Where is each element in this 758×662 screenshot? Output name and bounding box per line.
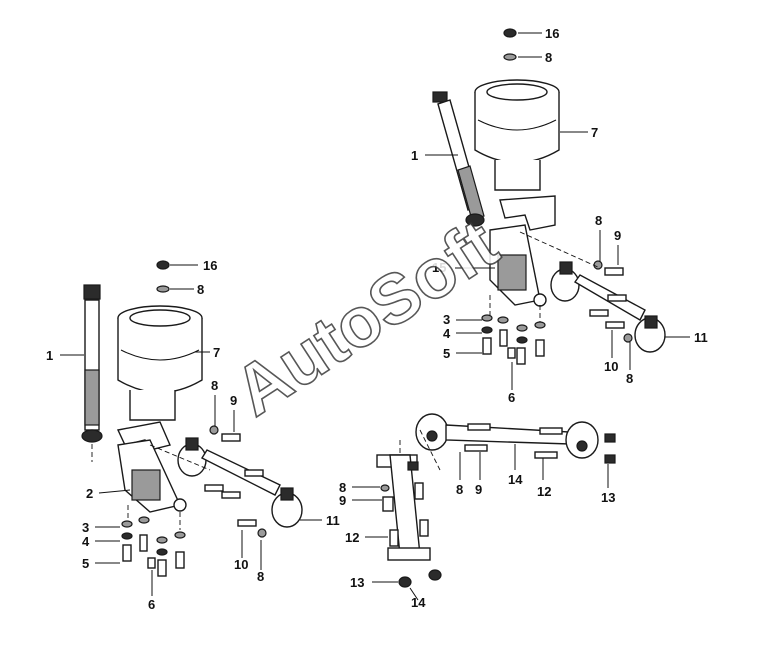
nut-top-right xyxy=(503,28,517,61)
callout-10-top: 10 xyxy=(604,359,618,374)
fasteners-top-right xyxy=(481,260,633,365)
callout-16-top: 16 xyxy=(545,26,559,41)
torque-rod-left xyxy=(177,437,303,528)
callout-13-vertical-rod: 13 xyxy=(350,575,364,590)
callout-14-lower-rod: 14 xyxy=(508,472,523,487)
nut-left xyxy=(156,260,170,293)
callout-11-left: 11 xyxy=(326,513,340,528)
callout-7-left: 7 xyxy=(213,345,220,360)
callout-14-vertical-rod: 14 xyxy=(411,595,426,610)
callout-8-top: 8 xyxy=(545,50,552,65)
callout-8-left-bolt: 8 xyxy=(211,378,218,393)
callout-6-top: 6 xyxy=(508,390,515,405)
callout-4-left: 4 xyxy=(82,534,90,549)
air-spring-top-right xyxy=(474,79,560,191)
callout-9-left: 9 xyxy=(230,393,237,408)
callout-12-lower-rod: 12 xyxy=(537,484,551,499)
callout-9-lower-rod: 9 xyxy=(475,482,482,497)
callout-8-top-bolt: 8 xyxy=(595,213,602,228)
callout-1-top: 1 xyxy=(411,148,418,163)
callout-3-left: 3 xyxy=(82,520,89,535)
callout-9-top: 9 xyxy=(614,228,621,243)
torque-rod-top-right xyxy=(550,261,666,353)
reaction-rod-lower-vertical xyxy=(376,454,442,588)
callout-5-left: 5 xyxy=(82,556,89,571)
callout-9-vertical-rod: 9 xyxy=(339,493,346,508)
shock-absorber-top-right xyxy=(432,91,485,227)
callout-13-lower-rod: 13 xyxy=(601,490,615,505)
callout-7-top: 7 xyxy=(591,125,598,140)
callout-8-vertical-rod: 8 xyxy=(339,480,346,495)
callout-15: 15 xyxy=(432,260,446,275)
callout-10-left: 10 xyxy=(234,557,248,572)
callout-4-top: 4 xyxy=(443,326,451,341)
callout-11-top: 11 xyxy=(694,330,708,345)
callout-6-left: 6 xyxy=(148,597,155,612)
callout-8-lower-rod: 8 xyxy=(456,482,463,497)
watermark-text: AutoSoft xyxy=(221,204,511,430)
bracket-left xyxy=(116,421,187,513)
callout-8-top-rod: 8 xyxy=(626,371,633,386)
callout-8-left: 8 xyxy=(197,282,204,297)
callout-1-left: 1 xyxy=(46,348,53,363)
callout-3-top: 3 xyxy=(443,312,450,327)
callout-8-left-rod: 8 xyxy=(257,569,264,584)
callout-12-vertical-rod: 12 xyxy=(345,530,359,545)
callout-2: 2 xyxy=(86,486,93,501)
air-spring-left xyxy=(117,305,203,421)
fasteners-left xyxy=(121,425,267,577)
callout-5-top: 5 xyxy=(443,346,450,361)
reaction-rod-lower-horizontal xyxy=(415,413,616,464)
bracket-top-right xyxy=(489,195,556,307)
callout-16-left: 16 xyxy=(203,258,217,273)
shock-absorber-left xyxy=(81,284,103,443)
